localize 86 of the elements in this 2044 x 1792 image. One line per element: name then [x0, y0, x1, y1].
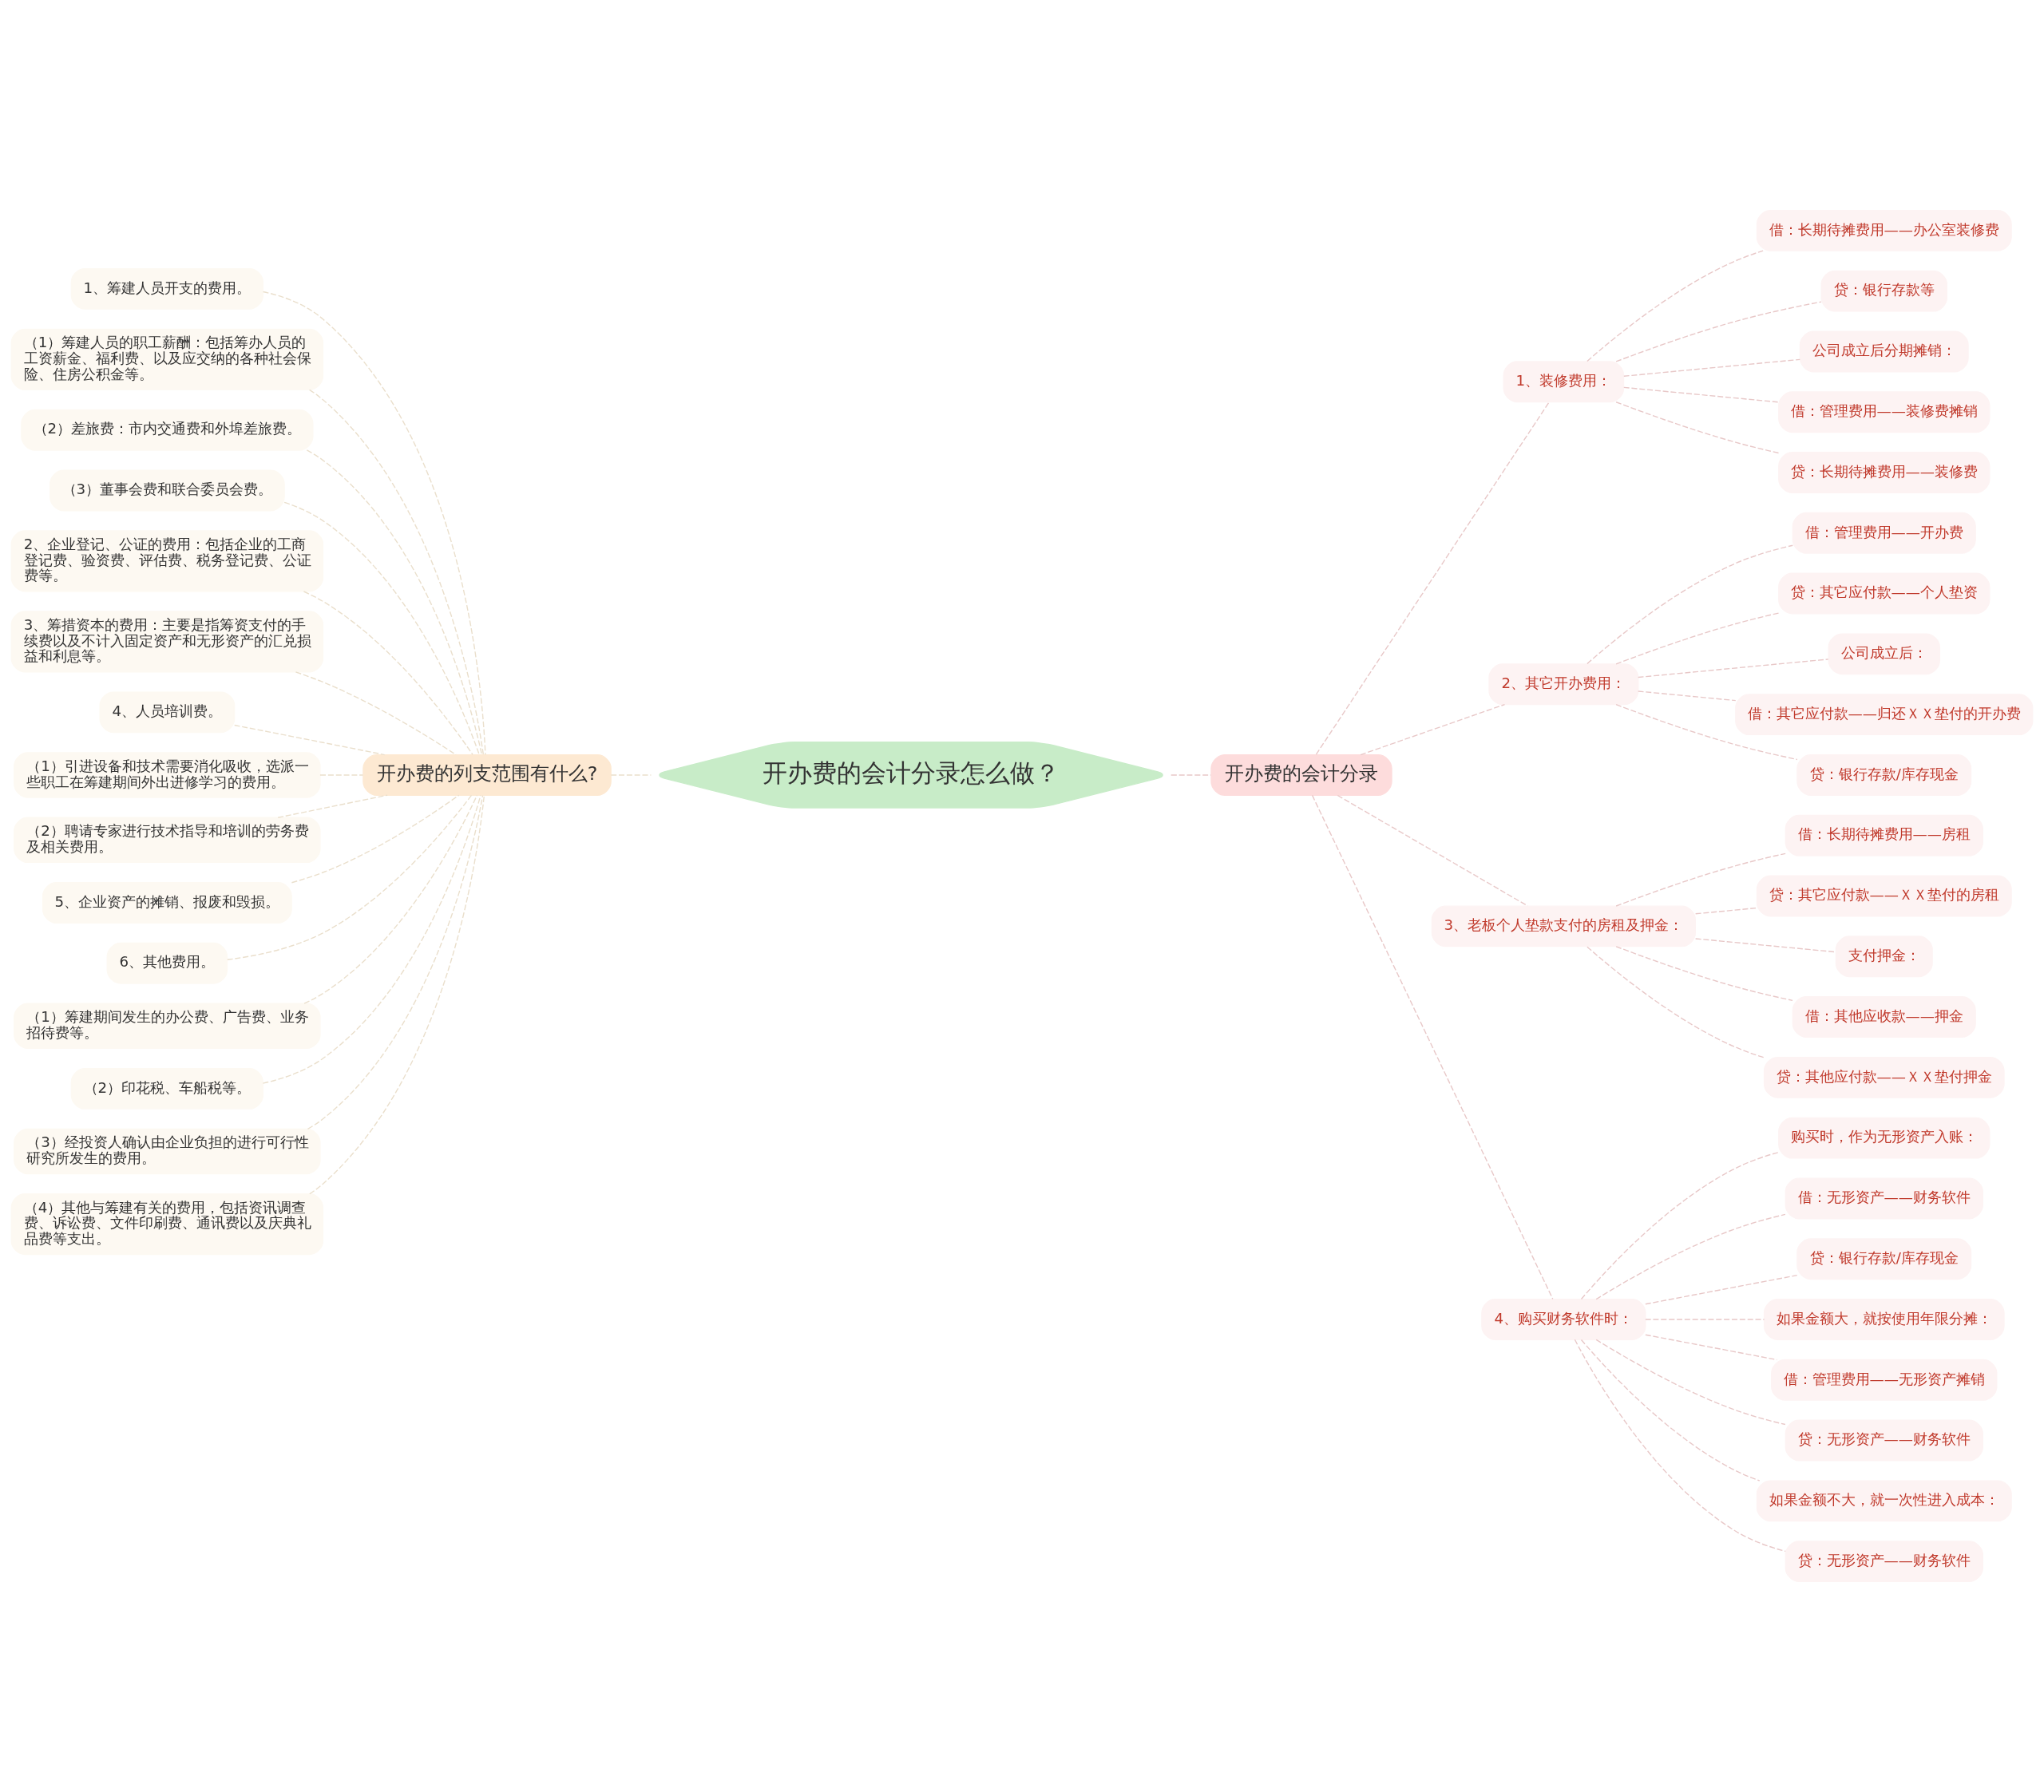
node-box: 贷：长期待摊费用——装修费 — [1778, 452, 1991, 493]
node-box: （4）其他与筹建有关的费用，包括资讯调查费、诉讼费、文件印刷费、通讯费以及庆典礼品费等支出。 — [10, 1193, 324, 1256]
connector — [308, 389, 485, 756]
node-box: 贷：银行存款/库存现金 — [1796, 754, 1972, 796]
node-box: 借：管理费用——装修费摊销 — [1778, 391, 1991, 433]
connector — [1638, 659, 1829, 678]
node-box: 开办费的会计分录 — [1210, 754, 1392, 796]
node-box: （1）筹建期间发生的办公费、广告费、业务招待费等。 — [14, 1003, 321, 1050]
node-box: 3、筹措资本的费用：主要是指筹资支付的手续费以及不计入固定资产和无形资产的汇兑损益和利息等。 — [10, 611, 324, 673]
node-box: 贷：无形资产——财务软件 — [1785, 1541, 1983, 1583]
connector — [1595, 1339, 1786, 1426]
node-box: 4、人员培训费。 — [99, 691, 236, 734]
connector — [262, 794, 481, 1084]
node-box: 3、老板个人垫款支付的房租及押金： — [1431, 905, 1696, 947]
node-ellipse: 开办费的会计分录怎么做？ — [659, 742, 1163, 809]
node-box: 贷：其它应付款——ＸＸ垫付的房租 — [1756, 875, 2012, 917]
connector — [1694, 907, 1757, 915]
node-box: 6、其他费用。 — [106, 942, 228, 984]
node-box: 贷：无形资产——财务软件 — [1785, 1419, 1983, 1462]
connector — [1615, 301, 1822, 362]
connector — [1360, 703, 1506, 756]
connector — [1645, 1274, 1798, 1305]
node-box: （3）董事会费和联合委员会费。 — [50, 469, 285, 512]
node-box: 如果金额大，就按使用年限分摊： — [1763, 1299, 2005, 1340]
connector — [1615, 852, 1786, 907]
node-box: 借：管理费用——开办费 — [1792, 512, 1976, 554]
connector — [303, 591, 473, 756]
node-box: 贷：银行存款/库存现金 — [1796, 1238, 1972, 1280]
node-box: 2、企业登记、公证的费用：包括企业的工商登记费、验资费、评估费、税务登记费、公证费等。 — [10, 530, 324, 592]
connector — [1615, 946, 1793, 1002]
node-box: （2）差旅费：市内交通费和外埠差旅费。 — [21, 409, 314, 451]
node-box: 借：长期待摊费用——房租 — [1785, 814, 1983, 856]
connector — [262, 291, 486, 756]
connector — [295, 671, 457, 756]
connector — [1595, 1213, 1786, 1300]
node-box: （2）聘请专家进行技术指导和培训的劳务费及相关费用。 — [14, 817, 321, 864]
node-box: 贷：其他应付款——ＸＸ垫付押金 — [1763, 1056, 2005, 1098]
node-box: （3）经投资人确认由企业负担的进行可行性研究所发生的费用。 — [14, 1128, 321, 1175]
node-box: 贷：银行存款等 — [1820, 270, 1948, 312]
node-box: 开办费的列支范围有什么? — [362, 754, 612, 796]
connector — [283, 501, 480, 755]
node-box: 借：无形资产——财务软件 — [1785, 1177, 1983, 1220]
node-box: 4、购买财务软件时： — [1481, 1299, 1646, 1340]
connector — [1586, 250, 1764, 362]
node-box: 借：管理费用——无形资产摊销 — [1771, 1359, 1998, 1401]
connector — [306, 449, 483, 755]
connector — [1615, 402, 1780, 454]
connector — [1586, 544, 1793, 665]
node-box: 借：其他应收款——押金 — [1792, 996, 1976, 1038]
connector — [291, 794, 460, 884]
connector — [319, 774, 364, 776]
connector — [1586, 946, 1765, 1058]
node-box: 1、筹建人员开支的费用。 — [70, 267, 264, 310]
connector — [1623, 386, 1780, 403]
connector — [227, 794, 473, 960]
connector — [1645, 1319, 1765, 1320]
connector — [234, 724, 386, 756]
node-box: 借：长期待摊费用——办公室装修费 — [1756, 209, 2012, 251]
connector — [1337, 794, 1528, 907]
connector — [1615, 703, 1798, 761]
node-box: 购买时，作为无形资产入账： — [1778, 1117, 1991, 1159]
connector — [1580, 1339, 1761, 1481]
node-box: （1）引进设备和技术需要消化吸收，选派一些职工在筹建期间外出进修学习的费用。 — [14, 752, 321, 798]
connector — [1615, 612, 1780, 665]
connector — [277, 794, 388, 818]
connector — [1315, 402, 1550, 755]
node-box: （1）筹建人员的职工薪酬：包括筹办人员的工资薪金、福利费、以及应交纳的各种社会保险、住房公积金等。 — [10, 328, 324, 390]
node-box: （2）印花税、车船税等。 — [70, 1067, 264, 1110]
node-box: 支付押金： — [1835, 936, 1933, 978]
connector — [1171, 774, 1212, 776]
node-box: 借：其它应付款——归还ＸＸ垫付的开办费 — [1735, 694, 2034, 736]
node-box: 如果金额不大，就一次性进入成本： — [1756, 1480, 2012, 1522]
connector — [1580, 1151, 1780, 1300]
node-box: 1、装修费用： — [1503, 361, 1625, 403]
connector — [1574, 1339, 1786, 1553]
node-box: 公司成立后： — [1828, 633, 1940, 675]
connector — [307, 795, 484, 1130]
node-box: 公司成立后分期摊销： — [1799, 330, 1969, 373]
node-box: 贷：其它应付款——个人垫资 — [1778, 572, 1991, 615]
connector — [1623, 358, 1800, 377]
connector — [610, 774, 652, 776]
node-box: 5、企业资产的摊销、报废和毁损。 — [42, 881, 292, 924]
connector — [1638, 690, 1737, 702]
connector — [309, 794, 485, 1195]
connector — [1311, 794, 1554, 1300]
node-box: 2、其它开办费用： — [1488, 663, 1639, 706]
